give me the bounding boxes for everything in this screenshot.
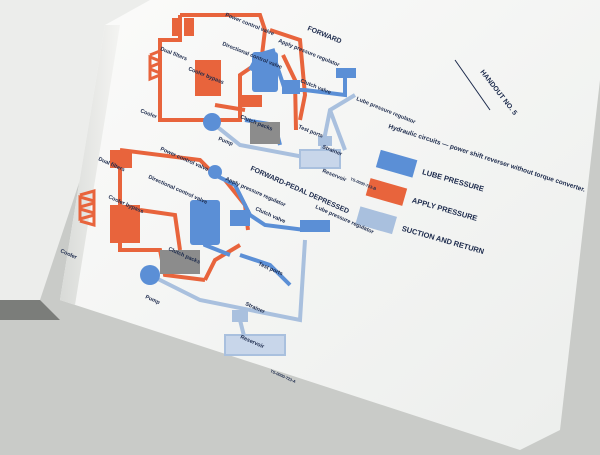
- clutch-valve-bottom: [230, 210, 250, 226]
- label-pump-bottom: Pump: [144, 294, 161, 306]
- lube-components-bottom: [190, 165, 330, 245]
- apply-components-bottom: [110, 150, 140, 243]
- binder-edge: [0, 300, 60, 320]
- power-control-valve-bottom: [208, 165, 222, 179]
- legend-swatch-suction: [355, 206, 397, 235]
- apply-components-top: [172, 18, 262, 107]
- lube-components-top: [252, 52, 356, 94]
- header-rule: [454, 59, 491, 111]
- clutch-pack-bottom: [160, 250, 200, 274]
- cooler-bypass-bottom: [110, 205, 140, 243]
- label-pump-top: Pump: [217, 136, 234, 148]
- legend-swatch-apply: [365, 178, 408, 206]
- clutch-pack-orange-top: [240, 95, 262, 107]
- dual-filter-3: [110, 150, 120, 168]
- left-page: [0, 0, 250, 300]
- reservoir-bottom: [224, 334, 286, 356]
- lube-pressure-regulator-bottom: [300, 220, 330, 232]
- dual-filter-1: [172, 18, 182, 36]
- dual-filter-4: [122, 150, 132, 168]
- pump-bottom: [140, 265, 160, 285]
- clutch-valve-top: [282, 80, 300, 94]
- directional-control-valve-top: [252, 52, 278, 92]
- cooler-coil-top: [148, 48, 162, 82]
- cooler-coil-bottom: [78, 189, 96, 227]
- diagram-forward: FORWARD Power control valve Apply pressu…: [139, 12, 417, 191]
- legend-swatch-lube: [375, 149, 418, 178]
- pump-top: [203, 113, 221, 131]
- lube-pressure-regulator-top: [336, 68, 356, 78]
- strainer-top: [318, 136, 332, 146]
- dual-filter-2: [184, 18, 194, 36]
- cooler-bypass-top: [195, 60, 221, 96]
- page-spine: [60, 25, 120, 305]
- clutch-pack-top: [250, 122, 280, 144]
- directional-control-valve-bottom: [190, 200, 220, 245]
- strainer-bottom: [232, 310, 248, 322]
- reservoir-top: [299, 149, 341, 169]
